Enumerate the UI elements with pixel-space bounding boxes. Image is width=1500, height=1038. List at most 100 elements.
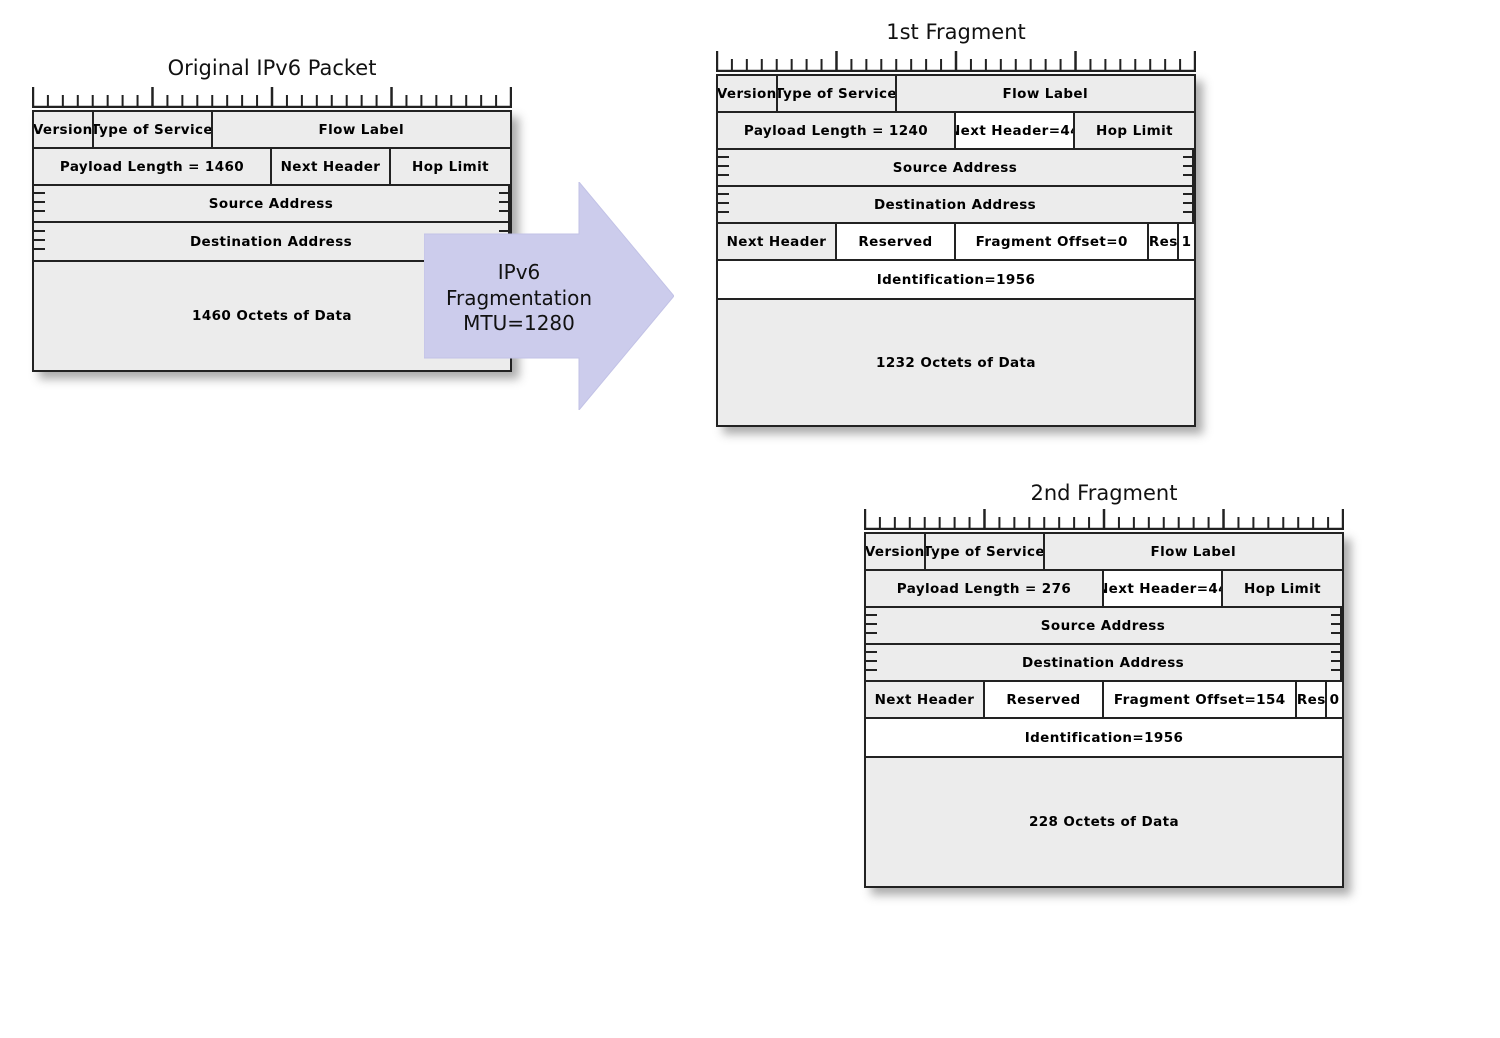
bit-ruler [32,86,512,108]
field-cell: Destination Address [718,187,1194,222]
field-cell: Identification=1956 [718,261,1194,298]
field-cell: Version [866,534,926,569]
field-label: Reserved [1006,691,1081,708]
field-cell: Next Header [718,224,837,259]
field-label: Next Header [280,158,381,175]
field-label: Next Header=44 [1104,580,1223,597]
field-cell: Type of Service [93,112,213,147]
field-label: Identification=1956 [876,271,1036,288]
field-label: Payload Length = 1460 [59,158,245,175]
field-label: 0 [1329,691,1340,708]
arrow-shape [424,182,674,410]
fragment2-title: 2nd Fragment [1030,481,1178,505]
field-cell: Flow Label [212,112,510,147]
field-label: Source Address [1040,617,1166,634]
fragment-header-row: Next Header Reserved Fragment Offset=154 Re… [866,682,1342,719]
field-label: Type of Service [925,543,1045,560]
field-label: Source Address [892,159,1018,176]
field-label: Version [718,85,777,102]
field-label: Flow Label [1002,85,1088,102]
field-cell: Flow Label [1044,534,1342,569]
field-cell: Fragment Offset=0 [956,224,1150,259]
payload-data-cell: 1232 Octets of Data [718,298,1194,425]
field-cell: Identification=1956 [866,719,1342,756]
destination-address-row: Destination Address [718,187,1194,224]
payload-data-cell: 228 Octets of Data [866,756,1342,886]
identification-row: Identification=1956 [718,261,1194,298]
field-cell: Hop Limit [391,149,510,184]
field-label: Hop Limit [1096,122,1173,139]
field-cell: Payload Length = 1240 [718,113,956,148]
field-label: Res [1149,233,1178,250]
bit-ruler [864,508,1344,530]
field-label: Destination Address [189,233,353,250]
field-cell: Payload Length = 1460 [34,149,272,184]
identification-row: Identification=1956 [866,719,1342,756]
field-label: Hop Limit [1244,580,1321,597]
field-label: Reserved [858,233,933,250]
field-cell: Next Header=44 [956,113,1075,148]
field-label: Fragment Offset=0 [975,233,1128,250]
field-label: Next Header=44 [956,122,1075,139]
field-label: 1 [1181,233,1192,250]
field-cell: Reserved [837,224,956,259]
field-cell: Res [1149,224,1180,259]
field-cell: Type of Service [777,76,897,111]
field-label: Payload Length = 1240 [743,122,929,139]
field-label: Flow Label [318,121,404,138]
field-cell: Next Header=44 [1104,571,1223,606]
field-label: Flow Label [1150,543,1236,560]
field-label: Fragment Offset=154 [1113,691,1286,708]
field-label: Version [34,121,93,138]
field-cell: Source Address [866,608,1342,643]
destination-address-row: Destination Address [866,645,1342,682]
field-cell: Hop Limit [1223,571,1342,606]
field-label: Payload Length = 276 [896,580,1072,597]
field-cell: 1 [1179,224,1194,259]
field-label: Type of Service [93,121,213,138]
field-label: Destination Address [873,196,1037,213]
field-cell: Reserved [985,682,1104,717]
original-packet-title: Original IPv6 Packet [167,56,377,80]
field-cell: Next Header [272,149,391,184]
source-address-row: Source Address [866,608,1342,645]
field-cell: Version [34,112,94,147]
field-cell: Source Address [718,150,1194,185]
header-row-2: Payload Length = 1240 Next Header=44 Hop L… [718,113,1194,150]
field-label: Res [1297,691,1326,708]
field-label: Destination Address [1021,654,1185,671]
field-label: Type of Service [777,85,897,102]
header-row-2: Payload Length = 276 Next Header=44 Hop Li… [866,571,1342,608]
field-label: Next Header [874,691,975,708]
field-cell: Res [1297,682,1328,717]
field-cell: Payload Length = 276 [866,571,1104,606]
fragmentation-arrow: IPv6 Fragmentation MTU=1280 [424,182,674,410]
field-cell: Next Header [866,682,985,717]
field-label: Source Address [208,195,334,212]
field-cell: Source Address [34,186,510,221]
field-label: Version [866,543,925,560]
field-cell: Destination Address [866,645,1342,680]
field-label: Next Header [726,233,827,250]
field-cell: Hop Limit [1075,113,1194,148]
bit-ruler [716,50,1196,72]
source-address-row: Source Address [718,150,1194,187]
field-cell: 0 [1327,682,1342,717]
field-label: Hop Limit [412,158,489,175]
field-cell: Type of Service [925,534,1045,569]
fragment1-title: 1st Fragment [886,20,1026,44]
field-label: Identification=1956 [1024,729,1184,746]
field-cell: Fragment Offset=154 [1104,682,1298,717]
field-cell: Version [718,76,778,111]
field-cell: Flow Label [896,76,1194,111]
header-row-2: Payload Length = 1460 Next Header Hop Limi… [34,149,510,186]
